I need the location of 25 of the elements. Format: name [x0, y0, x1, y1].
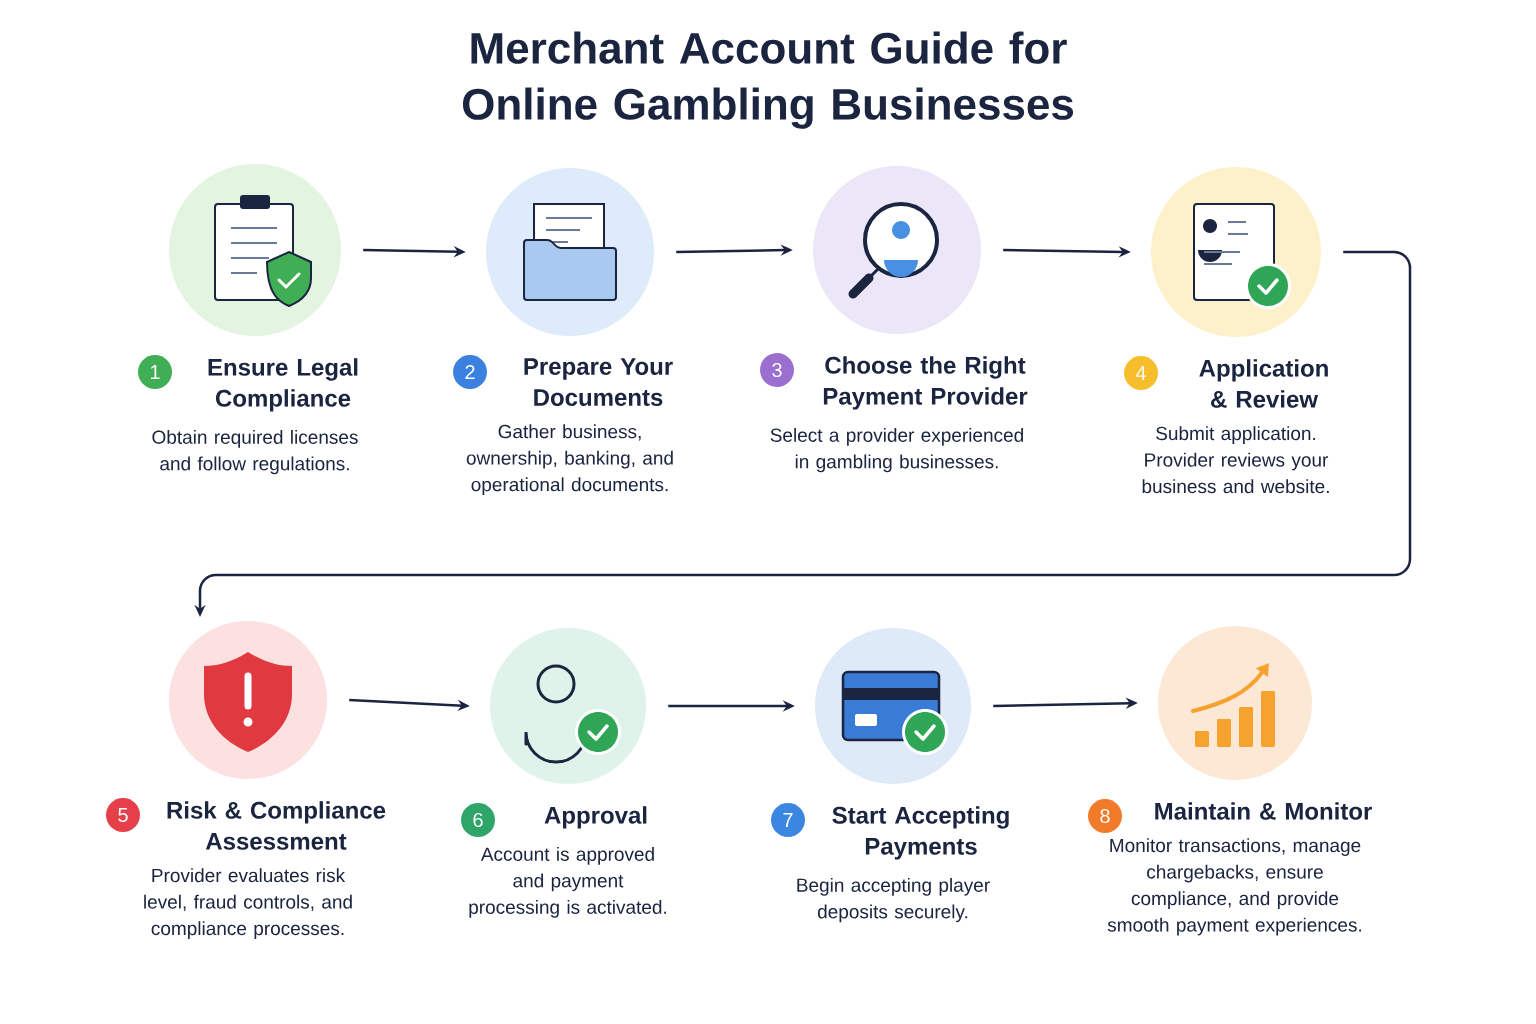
step-description: Monitor transactions, manage chargebacks, ensure compliance, and provide smooth payment experiences.	[1107, 838, 1361, 936]
step-heading: Risk & Compliance Assessment	[167, 801, 386, 850]
step-description: Obtain required licenses and follow regulations.	[152, 429, 358, 475]
step-heading: Maintain & Monitor	[1155, 802, 1372, 820]
step-heading: Choose the Right Payment Provider	[823, 356, 1028, 410]
number-badge: 7	[771, 803, 805, 837]
number-badge: 1	[138, 355, 172, 389]
step-heading: Approval	[544, 806, 647, 829]
step-description: Provider evaluates risk level, fraud controls, and compliance processes.	[144, 868, 352, 939]
number-badge: 6	[461, 803, 495, 837]
title: Merchant Account Guide for Online Gambling Businesses	[462, 31, 1074, 129]
step-description: Select a provider experienced in gambling businesses.	[770, 427, 1023, 473]
step-heading: Start Accepting Payments	[832, 806, 1009, 860]
step-description: Submit application. Provider reviews your business and website.	[1142, 426, 1329, 494]
number-badge: 4	[1124, 356, 1158, 390]
step-description: Gather business, ownership, banking, and operational documents.	[466, 424, 673, 496]
step-heading: Ensure Legal Compliance	[208, 358, 358, 412]
number-badge: 5	[106, 798, 140, 832]
step-description: Begin accepting player deposits securely.	[797, 877, 990, 923]
step-description: Account is approved and payment processing is activated.	[469, 846, 667, 918]
step-heading: Application & Review	[1199, 359, 1328, 408]
number-badge: 8	[1088, 799, 1122, 833]
step-heading: Prepare Your Documents	[524, 358, 673, 406]
number-badge: 3	[760, 353, 794, 387]
number-badge: 2	[453, 355, 487, 389]
